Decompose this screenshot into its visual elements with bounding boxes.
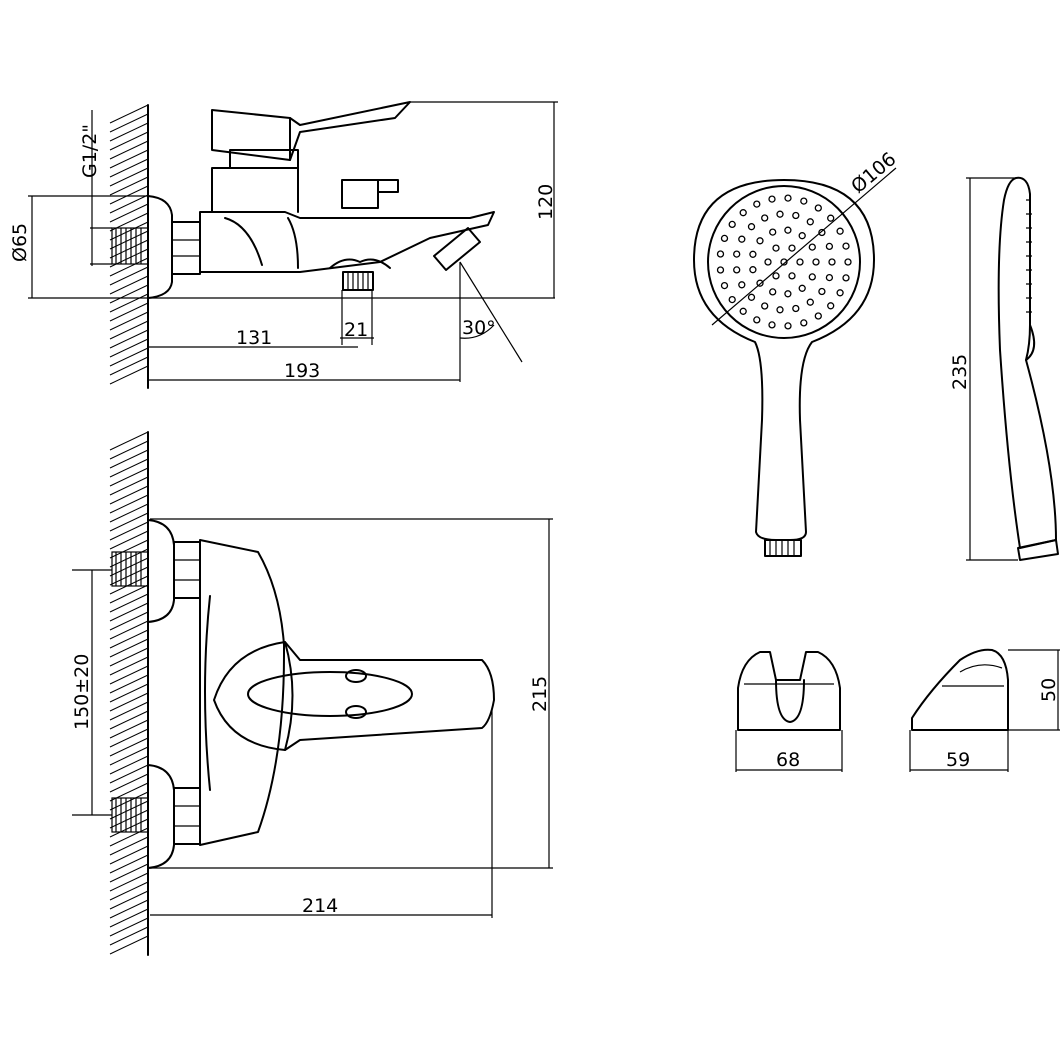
label-height-side: 120	[535, 184, 557, 220]
side-body-curve	[224, 217, 263, 266]
holder-side-detail	[942, 664, 1004, 687]
top-lever-screw-1	[345, 669, 367, 683]
top-thread-lower-lines	[115, 798, 142, 832]
dim-angle-line	[459, 261, 523, 363]
label-height-top: 215	[529, 676, 551, 712]
side-cartridge-cap	[229, 149, 299, 169]
shower-side-outline	[997, 176, 1057, 549]
side-lever	[211, 101, 411, 161]
label-spacing: 150±20	[71, 654, 93, 730]
label-holder-width-front: 68	[776, 749, 800, 771]
label-diameter-flange: Ø65	[9, 223, 31, 262]
holder-side: 50 59	[909, 648, 1060, 772]
side-nut-lines	[172, 239, 200, 257]
side-wall-hatch	[109, 104, 149, 385]
holder-front: 68	[735, 651, 843, 772]
label-outlet-21: 21	[344, 319, 368, 341]
shower-side-nozzles	[1026, 199, 1032, 313]
label-angle: 30°	[462, 317, 496, 339]
side-outlet-top	[329, 258, 391, 269]
label-head-diameter: Ø106	[847, 148, 900, 198]
holder-side-outline	[911, 648, 1009, 731]
side-body	[199, 211, 495, 273]
side-outlet-thread	[347, 272, 369, 290]
label-holder-width-side: 59	[946, 749, 970, 771]
shower-head-front: Ø106	[693, 148, 900, 557]
top-lever	[213, 641, 495, 751]
label-reach-131: 131	[236, 327, 272, 349]
shower-side-face	[1025, 324, 1036, 361]
shower-side-connector	[1017, 539, 1059, 561]
top-lever-grip	[247, 671, 413, 717]
shower-head-side: 235	[949, 176, 1059, 561]
dim-line-head-diameter	[711, 167, 897, 326]
side-body-curve-2	[287, 217, 299, 269]
side-view: Ø65 G1/2" 120 131 21 30° 193	[9, 101, 558, 389]
label-reach-193: 193	[284, 360, 320, 382]
top-wall-hatch	[109, 431, 149, 955]
label-holder-height: 50	[1038, 678, 1060, 702]
side-cartridge	[211, 167, 299, 213]
top-thread-upper-lines	[115, 552, 142, 586]
top-view: 150±20 215 214	[71, 431, 553, 956]
shower-head-outline	[693, 179, 875, 541]
top-nut-lower	[173, 787, 201, 845]
side-thread	[111, 227, 149, 265]
shower-nozzles	[716, 194, 852, 330]
side-flange	[147, 195, 173, 299]
top-thread-upper	[111, 551, 149, 587]
top-flange-upper	[147, 519, 175, 623]
top-body-inner	[204, 595, 211, 791]
side-aerator	[433, 227, 481, 271]
dim-angle-arc	[459, 324, 495, 339]
top-nut-upper-lines	[174, 559, 200, 581]
side-nut	[171, 221, 201, 275]
top-flange-lower	[147, 764, 175, 869]
top-lever-screw-2	[345, 705, 367, 719]
label-thread: G1/2"	[79, 124, 101, 178]
shower-connector-thread	[769, 540, 795, 556]
shower-face-ring	[707, 185, 861, 339]
side-diverter	[341, 179, 379, 209]
top-nut-upper	[173, 541, 201, 599]
top-lever-joint	[284, 641, 294, 751]
side-thread-lines	[115, 228, 142, 264]
top-nut-lower-lines	[174, 805, 200, 827]
holder-front-outline	[737, 651, 841, 731]
label-shower-length: 235	[949, 354, 971, 390]
shower-connector	[764, 539, 802, 557]
label-width-top: 214	[302, 895, 338, 917]
top-body	[199, 539, 285, 846]
holder-front-cradle	[775, 679, 805, 723]
side-diverter-tab	[377, 179, 399, 193]
